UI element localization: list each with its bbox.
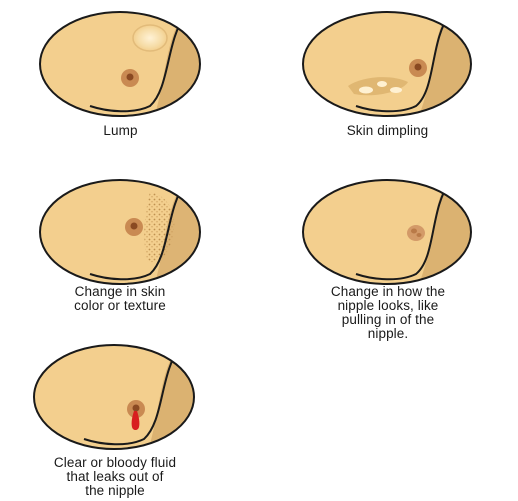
nipple [127,74,134,81]
caption-nipple-discharge: Clear or bloody fluid that leaks out of … [10,456,220,498]
skin-color-texture-illustration [38,178,203,286]
caption-skin-color-texture: Change in skin color or texture [30,285,210,313]
caption-skin-dimpling: Skin dimpling [300,124,475,138]
caption-nipple-change: Change in how the nipple looks, like pul… [288,285,488,341]
nipple-change-illustration [300,178,475,286]
lump-illustration [38,10,203,118]
caption-lump: Lump [38,124,203,138]
nipple-discharge-illustration [32,343,197,451]
nipple [131,223,138,230]
panel-lump [38,10,203,118]
nipple [133,405,140,412]
panel-skin-dimpling [300,10,475,118]
panel-nipple-change [300,178,475,286]
panel-skin-color-texture [38,178,203,286]
lump-mark [133,25,167,51]
inverted-nipple [407,225,425,241]
nipple [415,64,422,71]
panel-nipple-discharge [32,343,197,451]
skin-dimpling-illustration [300,10,475,118]
